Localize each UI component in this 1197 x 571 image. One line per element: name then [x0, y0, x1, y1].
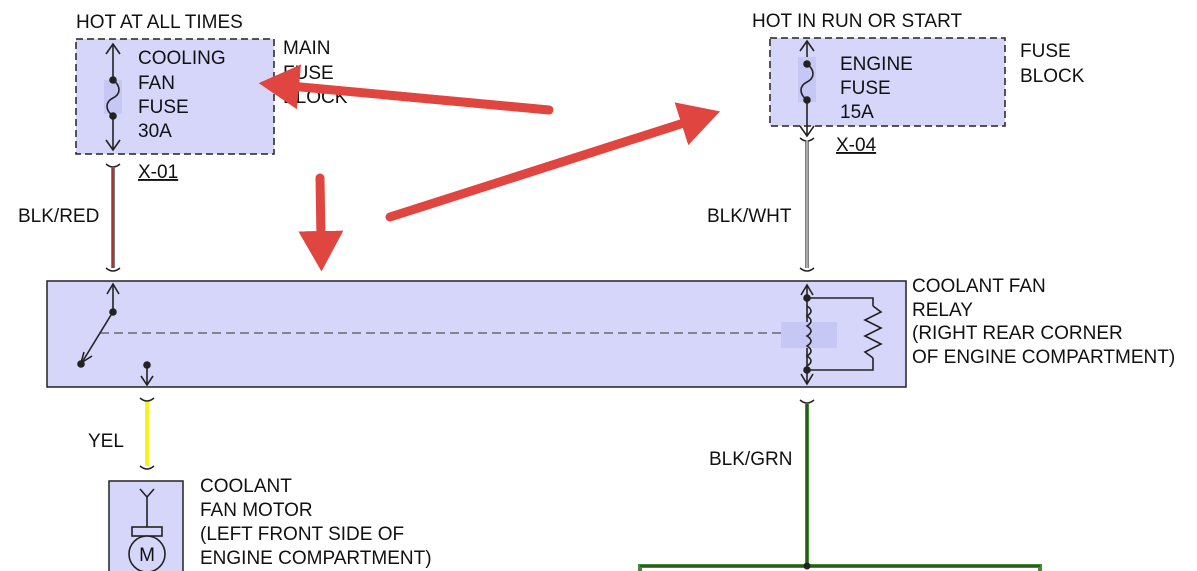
main-fuse-line-4: 30A	[138, 121, 172, 142]
motor-label-4: ENGINE COMPARTMENT)	[200, 548, 432, 569]
engine-fuse-line-3: 15A	[840, 102, 874, 123]
annotation-arrow-to-relay	[298, 173, 344, 272]
main-fuse-line-2: FAN	[138, 73, 175, 94]
relay-output-terminal-icon	[140, 361, 154, 387]
engine-fuse-line-2: FUSE	[840, 78, 891, 99]
relay-label-2: RELAY	[912, 300, 973, 321]
wire-label-blk-red: BLK/RED	[18, 206, 99, 227]
motor-label-2: FAN MOTOR	[200, 500, 313, 521]
bottom-component-edge	[638, 564, 1042, 571]
relay-switch-icon	[77, 282, 120, 368]
annotation-arrow-to-main-fuse	[258, 64, 554, 115]
cooling-fan-fuse-icon	[104, 42, 122, 152]
motor-icon	[128, 488, 166, 571]
motor-label-3: (LEFT FRONT SIDE OF	[200, 524, 404, 545]
connector-x04-label: X-04	[836, 135, 877, 156]
wire-label-blk-wht: BLK/WHT	[707, 206, 792, 227]
relay-label-3: (RIGHT REAR CORNER	[912, 323, 1123, 344]
engine-fuse-block-label-1: FUSE	[1020, 41, 1071, 62]
wire-label-blk-grn: BLK/GRN	[709, 449, 792, 470]
relay-label-4: OF ENGINE COMPARTMENT)	[912, 347, 1175, 368]
motor-connector	[139, 465, 155, 470]
wire-label-yel: YEL	[88, 431, 124, 452]
relay-connector-right-top	[799, 267, 815, 272]
main-fuse-block-label-2: FUSE	[283, 63, 334, 84]
coolant-fan-relay-box	[46, 280, 907, 388]
connector-x01-symbol	[105, 163, 121, 168]
main-fuse-line-1: COOLING	[138, 48, 226, 69]
annotation-arrow-to-engine-fuse	[385, 102, 721, 222]
relay-label-1: COOLANT FAN	[912, 276, 1046, 297]
engine-fuse-block-label-2: BLOCK	[1020, 66, 1085, 87]
main-fuse-header: HOT AT ALL TIMES	[76, 12, 243, 33]
engine-fuse-line-1: ENGINE	[840, 54, 913, 75]
bottom-junction-dot	[803, 562, 811, 570]
relay-connector-left-bottom	[139, 397, 155, 402]
connector-x01-label: X-01	[138, 162, 178, 183]
relay-connector-left-top	[105, 267, 121, 272]
motor-label-1: COOLANT	[200, 476, 292, 497]
main-fuse-block-label-1: MAIN	[283, 38, 331, 59]
engine-fuse-icon	[798, 39, 816, 138]
engine-fuse-header: HOT IN RUN OR START	[752, 11, 962, 32]
motor-symbol: M	[139, 545, 155, 566]
relay-coil-icon	[781, 283, 883, 386]
main-fuse-line-3: FUSE	[138, 97, 189, 118]
relay-connector-right-bottom	[799, 399, 815, 404]
